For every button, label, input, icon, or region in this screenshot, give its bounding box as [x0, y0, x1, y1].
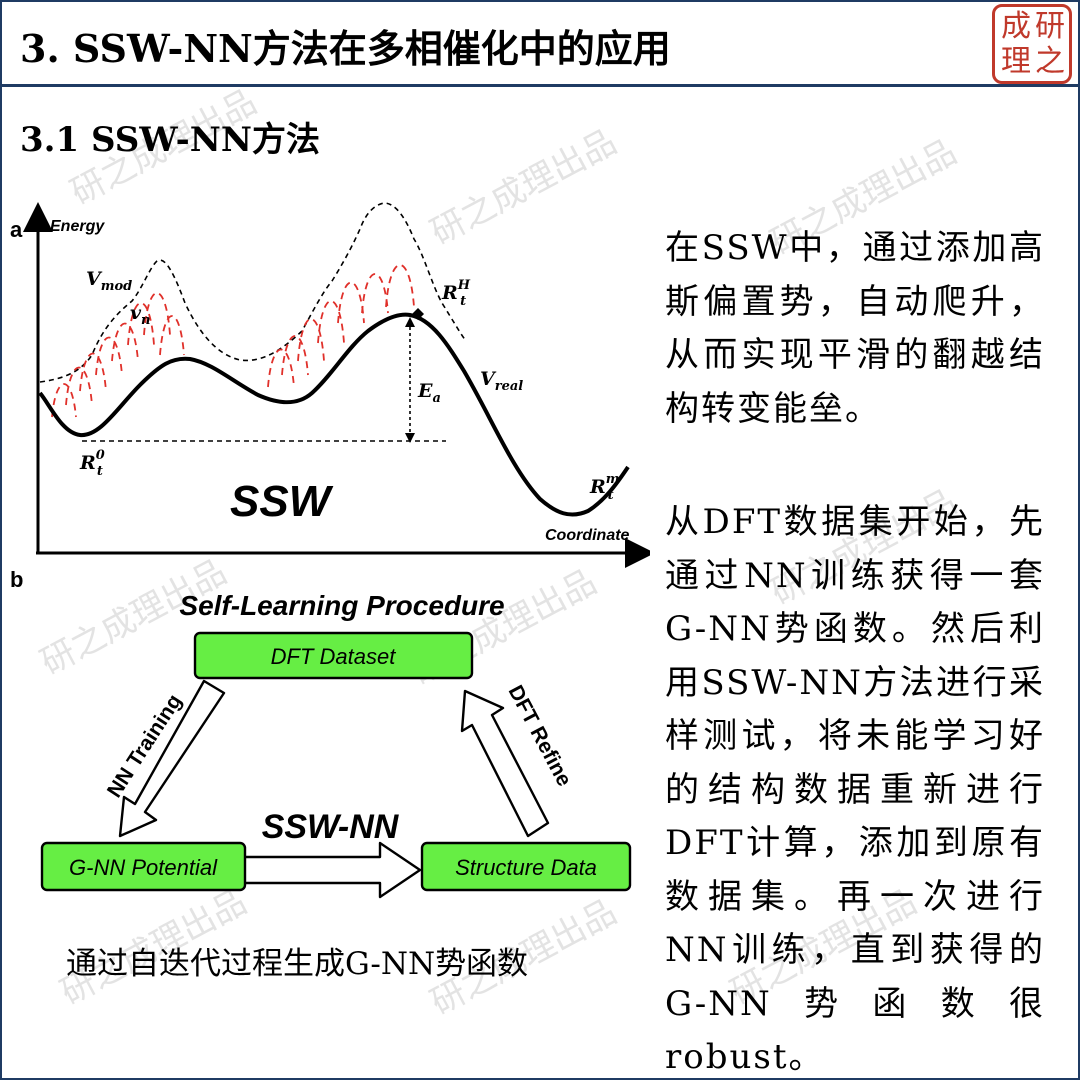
- section-title: 3.1 SSW-NN方法: [20, 120, 320, 160]
- y-axis-label: Energy: [50, 218, 105, 235]
- v-mod-label: Vmod: [86, 268, 132, 294]
- paragraph-ssw-description: 在SSW中，通过添加高斯偏置势，自动爬升，从而实现平滑的翻越结构转变能垒。: [665, 228, 1045, 429]
- transition-state-marker: [412, 308, 424, 320]
- seal-char: 之: [1035, 44, 1065, 79]
- structure-data-label: Structure Data: [455, 855, 597, 880]
- v-real-label: Vreal: [480, 368, 523, 394]
- e-a-arrow-top: [405, 317, 415, 327]
- v-n-label: vn: [130, 302, 151, 328]
- e-a-arrow-bottom: [405, 433, 415, 443]
- seal-char: 理: [1001, 44, 1031, 79]
- e-a-label: Ea: [417, 380, 441, 406]
- brand-seal-logo: 研 之 成 理: [992, 4, 1072, 84]
- potential-to-structure-arrow: [242, 841, 422, 899]
- header-bar: 3. SSW-NN方法在多相催化中的应用: [2, 2, 1078, 87]
- seal-char: 研: [1035, 9, 1065, 44]
- ssw-nn-center-label: SSW-NN: [262, 808, 400, 846]
- nn-training-arrow: [118, 679, 226, 838]
- page-title: 3. SSW-NN方法在多相催化中的应用: [20, 26, 671, 71]
- dft-refine-arrow: [460, 689, 550, 838]
- ssw-big-label: SSW: [230, 477, 334, 526]
- diagram-caption: 通过自迭代过程生成G-NN势函数: [66, 946, 529, 982]
- seal-char: 成: [1001, 9, 1031, 44]
- dft-dataset-label: DFT Dataset: [271, 644, 397, 669]
- panel-a-label: a: [10, 217, 23, 242]
- gnn-potential-box: [40, 841, 247, 892]
- gnn-potential-label: G-NN Potential: [69, 855, 218, 880]
- x-axis-label: Coordinate: [545, 527, 630, 544]
- self-learning-title: Self-Learning Procedure: [179, 590, 504, 621]
- panel-b-label: b: [10, 567, 23, 592]
- dft-dataset-box: [193, 631, 474, 680]
- paragraph-ssw-nn-description: 从DFT数据集开始，先通过NN训练获得一套G-NN势函数。然后利用SSW-NN方…: [665, 502, 1045, 1077]
- v-real-curve: [38, 312, 630, 517]
- structure-data-box: [420, 841, 632, 892]
- v-mod-curve: [39, 202, 467, 383]
- v-n-gaussians: [51, 264, 415, 418]
